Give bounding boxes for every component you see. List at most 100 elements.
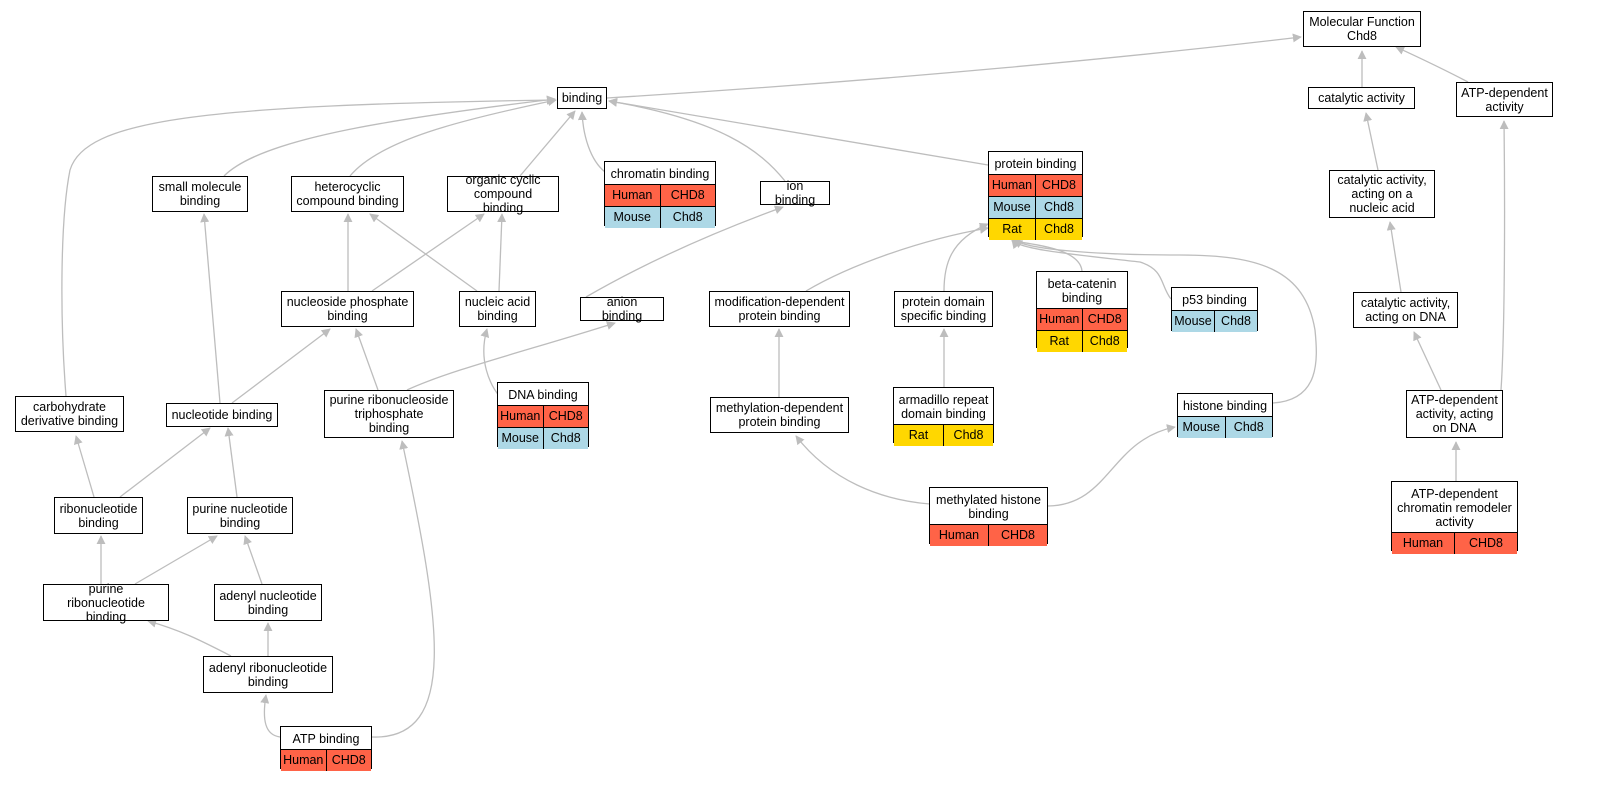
term-node-organic-cyclic[interactable]: organic cyclic compound binding [447,173,559,215]
term-node-binding[interactable]: binding [557,87,607,109]
term-node-ion[interactable]: ion binding [760,179,830,207]
term-node-pur-rns-tp[interactable]: purine ribonucleoside triphosphate bindi… [324,390,454,438]
edge-arrow [1013,239,1317,404]
term-node-anion[interactable]: anion binding [580,295,664,323]
term-label: organic cyclic compound binding [465,173,541,215]
gene-symbol: Chd8 [1035,197,1082,218]
term-node-mod-dep[interactable]: modification-dependent protein binding [709,291,850,327]
term-label: ATP-dependent activity, acting on DNA [1411,393,1498,435]
edge-arrow [577,111,606,173]
gene-symbol: Chd8 [943,425,993,446]
species-row-mouse: Mouse Chd8 [605,206,715,228]
edge-arrow [223,95,556,177]
term-label: purine ribonucleotide binding [67,581,145,624]
term-label: binding [561,91,603,105]
edge-arrow [606,33,1302,99]
edge-arrow [243,535,263,585]
edge-arrow [224,427,238,498]
edge-arrow [73,435,95,498]
term-label: ATP-dependent activity [1461,85,1548,114]
term-node-small-mol[interactable]: small molecule binding [152,176,248,212]
gene-symbol: Chd8 [1224,417,1273,438]
edge-arrow [406,321,616,391]
term-node-atp-chrom[interactable]: ATP-dependent chromatin remodeler activi… [1391,481,1518,554]
term-label: ion binding [774,179,816,207]
term-node-carbo[interactable]: carbohydrate derivative binding [15,396,124,432]
term-node-meth-dep[interactable]: methylation-dependent protein binding [710,397,849,433]
edge-arrow [1386,221,1402,293]
term-node-mf[interactable]: Molecular Function Chd8 [1303,11,1421,47]
term-label: Molecular Function Chd8 [1309,15,1415,43]
term-node-prot-domain[interactable]: protein domain specific binding [894,291,993,327]
gene-symbol: CHD8 [325,750,372,771]
term-node-atp-dep[interactable]: ATP-dependent activity [1456,82,1553,117]
term-node-cat-na[interactable]: catalytic activity, acting on a nucleic … [1329,170,1435,218]
term-node-pur-nuc[interactable]: purine nucleotide binding [187,497,293,534]
term-label: armadillo repeat domain binding [898,393,989,421]
term-node-heterocyclic[interactable]: heterocyclic compound binding [291,176,404,212]
edge-arrow [608,97,989,166]
term-label: ATP-dependent chromatin remodeler activi… [1397,487,1512,529]
species-name: Human [612,188,653,202]
term-node-pur-ribonuc[interactable]: purine ribonucleotide binding [43,581,169,624]
term-label: protein binding [994,157,1077,171]
edge-arrow [1413,331,1442,391]
term-label: ribonucleotide binding [59,501,138,530]
edge-arrow [943,223,989,292]
term-label: adenyl nucleotide binding [219,588,317,617]
term-node-adenyl-ribonuc[interactable]: adenyl ribonucleotide binding [203,656,333,693]
species-name: Human [500,409,541,423]
edge-arrow [371,440,435,738]
edge-arrow [1047,424,1176,507]
term-node-cat-dna[interactable]: catalytic activity, acting on DNA [1353,292,1458,328]
edge-arrow [519,110,576,177]
term-node-catalytic[interactable]: catalytic activity [1308,87,1415,109]
edge-arrow [147,618,232,657]
species-name: Rat [1002,222,1022,236]
species-name: Mouse [613,210,652,224]
species-name: Mouse [501,431,540,445]
term-node-atp-dep-dna[interactable]: ATP-dependent activity, acting on DNA [1406,390,1503,438]
term-label: modification-dependent protein binding [714,295,845,323]
term-label: methylated histone binding [936,493,1041,521]
term-node-ribonuc[interactable]: ribonucleotide binding [54,497,143,534]
term-label: catalytic activity, acting on a nucleic … [1337,173,1427,215]
term-label: protein domain specific binding [900,295,987,323]
term-label: beta-catenin binding [1047,277,1117,305]
edge-arrow [369,213,478,292]
term-node-nucleic-acid[interactable]: nucleic acid binding [459,291,536,327]
edge-arrow [134,535,218,585]
species-name: Human [1402,536,1444,550]
term-node-nucleotide[interactable]: nucleotide binding [166,403,278,427]
term-node-nuc-phos[interactable]: nucleoside phosphate binding [281,291,414,327]
gene-symbol: CHD8 [659,185,716,206]
species-name: Mouse [993,200,1031,214]
term-label: methylation-dependent protein binding [715,401,844,429]
species-row-human: Human CHD8 [605,184,715,206]
species-row-mouse: Mouse Chd8 [989,196,1082,218]
term-label: DNA binding [508,388,578,402]
term-node-adenyl-nuc[interactable]: adenyl nucleotide binding [214,584,322,621]
edge-arrow [608,97,786,182]
edge-arrow [805,224,989,292]
edge-arrow [1363,112,1379,171]
edge-arrow [200,213,221,404]
gene-symbol: Chd8 [659,207,716,228]
